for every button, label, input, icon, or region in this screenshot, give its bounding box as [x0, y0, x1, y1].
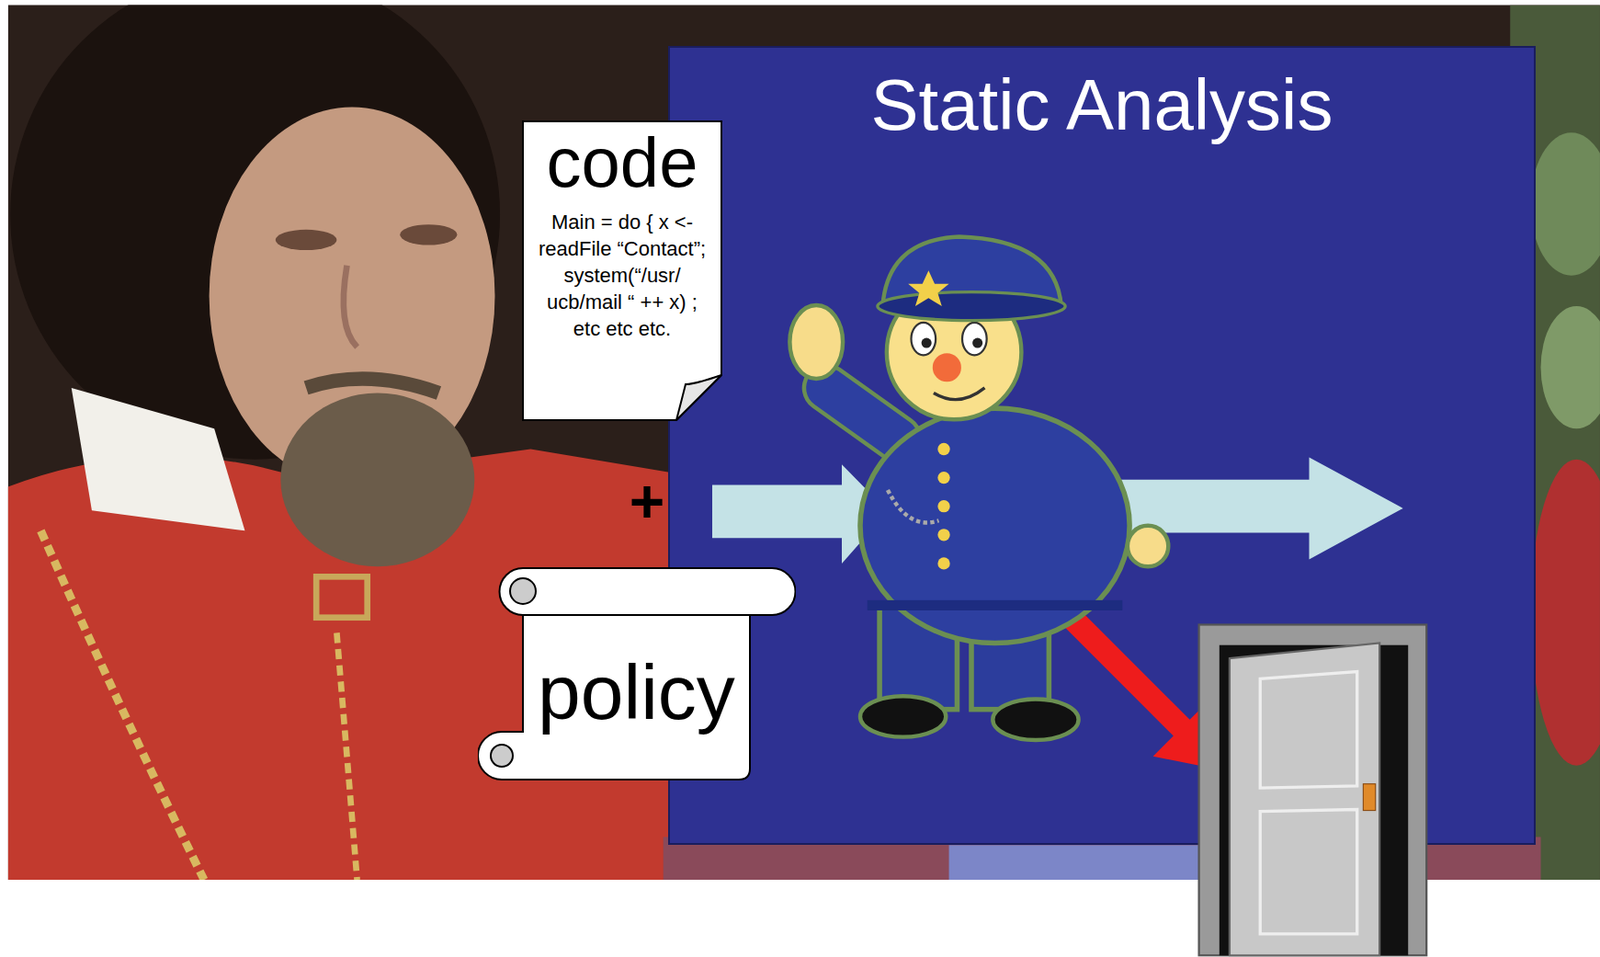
door-leaf: [1229, 642, 1380, 955]
eye: [275, 229, 338, 250]
button: [937, 442, 950, 455]
smile: [933, 387, 986, 400]
photo-strip: [949, 844, 1226, 880]
photo-clip: [8, 5, 1600, 881]
code-note: codeMain = do { x <- readFile “Contact”;…: [521, 120, 723, 421]
eye: [962, 322, 988, 356]
panel-title: Static Analysis: [669, 66, 1534, 146]
note-page: [522, 121, 722, 420]
scroll-body: [477, 590, 750, 780]
button: [937, 471, 950, 484]
mustache: [306, 378, 439, 393]
button: [937, 556, 950, 569]
door-panel: [1259, 671, 1357, 789]
door-frame: [1199, 624, 1428, 956]
code-text: Main = do { x <- readFile “Contact”; sys…: [531, 208, 714, 342]
nose: [343, 265, 358, 348]
button: [937, 528, 950, 541]
nose: [932, 352, 962, 382]
scroll-curl: [490, 744, 513, 767]
gold-braid: [40, 530, 205, 880]
scroll-curl: [510, 578, 536, 604]
gold-braid: [336, 632, 357, 880]
eye: [910, 322, 936, 356]
badge-star: [907, 270, 949, 307]
pupil: [921, 338, 932, 349]
eye: [399, 224, 457, 245]
hand: [1127, 525, 1169, 567]
note-fold: [676, 374, 722, 420]
red-cloth: [1530, 459, 1600, 766]
chain: [887, 489, 940, 523]
boot: [992, 699, 1079, 740]
helmet-brim: [877, 292, 1066, 321]
hand: [789, 305, 843, 379]
policy-scroll: policy: [477, 566, 796, 781]
collar: [71, 387, 246, 531]
foliage: [1530, 132, 1600, 275]
note-heading: code: [521, 125, 723, 200]
scroll-text: policy: [522, 653, 750, 731]
beard: [280, 392, 475, 567]
buckle: [316, 576, 368, 617]
button: [937, 499, 950, 512]
body: [860, 408, 1130, 643]
door-panel: [1259, 808, 1357, 933]
door-knob: [1362, 783, 1375, 811]
pupil: [972, 338, 983, 349]
foliage: [1541, 306, 1600, 429]
scroll-roll: [499, 567, 796, 615]
boot: [860, 695, 946, 737]
belt: [867, 600, 1124, 611]
exit-door: [1199, 624, 1428, 956]
plus-sign: +: [617, 470, 677, 532]
